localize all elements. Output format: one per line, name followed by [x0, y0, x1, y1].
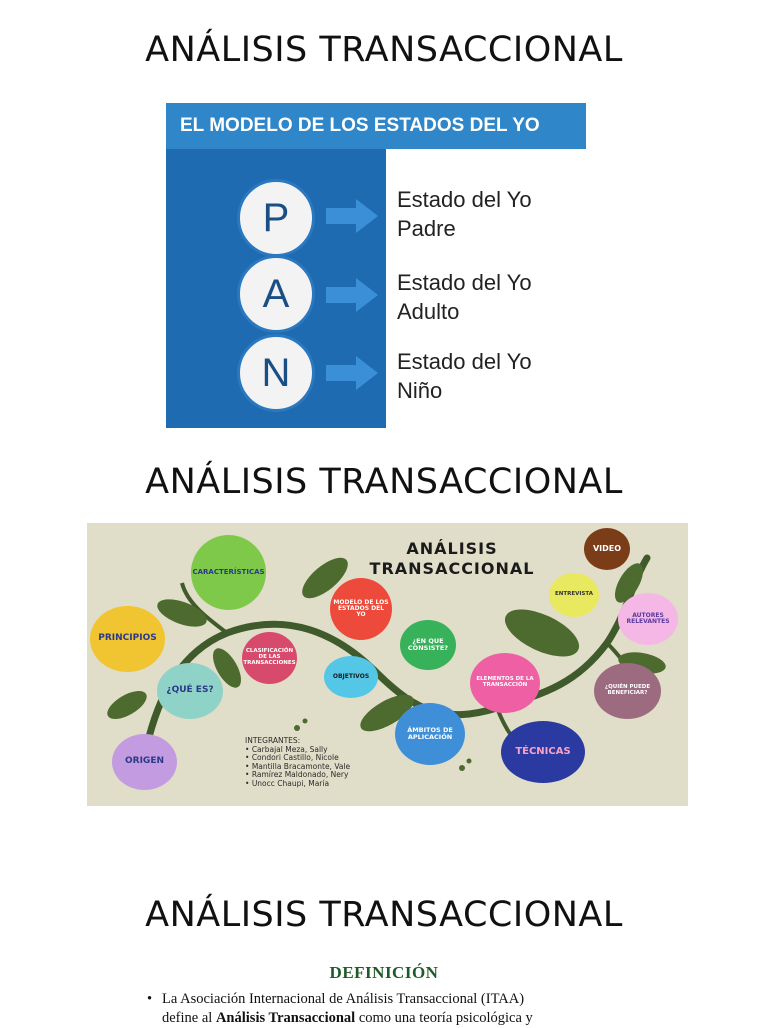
state-circle-padre: P	[237, 179, 315, 257]
node-en-que-consiste: ¿EN QUE CONSISTE?	[400, 620, 456, 670]
state-circle-adulto: A	[237, 255, 315, 333]
definition-line2: define al Análisis Transaccional como un…	[162, 1010, 533, 1026]
member-item: • Condori Castillo, Nicole	[245, 753, 339, 763]
definition-heading: DEFINICIÓN	[329, 963, 439, 982]
arrow-right-icon	[326, 356, 378, 390]
member-item: • Carbajal Meza, Sally	[245, 744, 328, 754]
slide-title-2: ANÁLISIS TRANSACCIONAL	[145, 462, 623, 502]
member-item: • Ramírez Maldonado, Nery	[245, 770, 349, 780]
node-caracteristicas: CARACTERÍSTICAS	[191, 535, 266, 610]
node-objetivos: OBJETIVOS	[324, 656, 378, 698]
node-clasificacion: CLASIFICACIÓN DE LAS TRANSACCIONES	[242, 632, 297, 684]
mind-map: ANÁLISIS TRANSACCIONAL CARACTERÍSTICAS P…	[87, 523, 688, 806]
state-line1: Estado del Yo	[397, 187, 532, 212]
state-label-adulto: Estado del Yo Adulto	[397, 268, 532, 326]
slide-title-1: ANÁLISIS TRANSACCIONAL	[145, 30, 623, 70]
node-quien-puede-beneficiar: ¿QUIÉN PUEDE BENEFICIAR?	[594, 663, 661, 719]
mind-map-title-line2: TRANSACCIONAL	[369, 559, 535, 578]
mind-map-title-line1: ANÁLISIS	[406, 539, 498, 558]
node-entrevista: ENTREVISTA	[549, 573, 599, 617]
slide-title-3: ANÁLISIS TRANSACCIONAL	[145, 895, 623, 935]
definition-text: • La Asociación Internacional de Análisi…	[147, 990, 618, 1028]
node-tecnicas: TÉCNICAS	[501, 721, 585, 783]
member-item: • Unocc Chaupi, María	[245, 778, 330, 788]
members-list: INTEGRANTES: • Carbajal Meza, Sally • Co…	[245, 736, 351, 789]
mind-map-title: ANÁLISIS TRANSACCIONAL	[357, 539, 547, 579]
bullet-icon: •	[147, 991, 153, 1007]
definition-line1: La Asociación Internacional de Análisis …	[162, 991, 525, 1007]
state-line2: Padre	[397, 216, 456, 241]
node-principios: PRINCIPIOS	[90, 606, 165, 672]
state-label-nino: Estado del Yo Niño	[397, 347, 532, 405]
node-modelo: MODELO DE LOS ESTADOS DEL YO	[330, 578, 392, 640]
ego-states-model: EL MODELO DE LOS ESTADOS DEL YO P Estado…	[166, 103, 586, 428]
arrow-right-icon	[326, 199, 378, 233]
model-header: EL MODELO DE LOS ESTADOS DEL YO	[166, 103, 586, 149]
arrow-right-icon	[326, 278, 378, 312]
members-label: INTEGRANTES:	[245, 736, 301, 745]
node-video: VIDEO	[584, 528, 630, 570]
state-circle-nino: N	[237, 334, 315, 412]
state-line2: Niño	[397, 378, 443, 403]
node-elementos: ELEMENTOS DE LA TRANSACCIÓN	[470, 653, 540, 713]
state-line2: Adulto	[397, 299, 460, 324]
member-item: • Mantilla Bracamonte, Vale	[245, 761, 351, 771]
node-autores: AUTORES RELEVANTES	[618, 593, 678, 645]
node-ambitos: ÁMBITOS DE APLICACIÓN	[395, 703, 465, 765]
state-line1: Estado del Yo	[397, 270, 532, 295]
node-que-es: ¿QUÉ ES?	[157, 663, 223, 719]
state-line1: Estado del Yo	[397, 349, 532, 374]
state-label-padre: Estado del Yo Padre	[397, 185, 532, 243]
node-origen: ORIGEN	[112, 734, 177, 790]
